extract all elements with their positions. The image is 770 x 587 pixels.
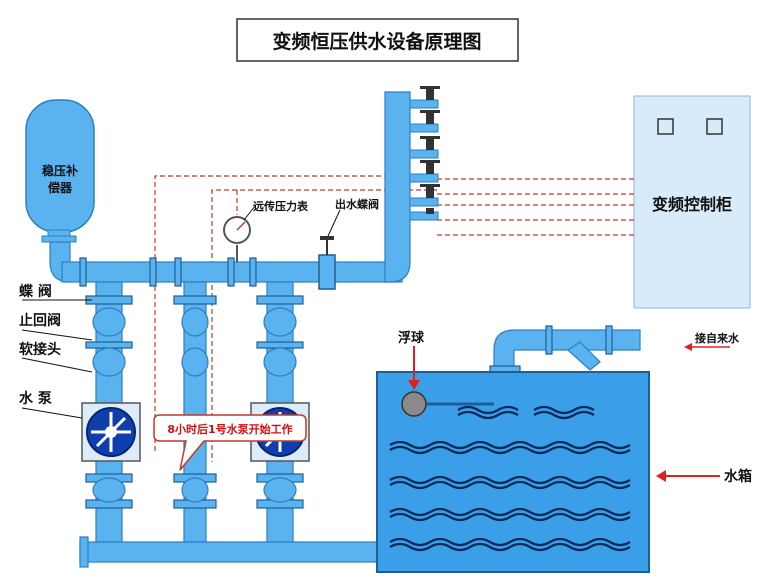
check-valve-label: 止回阀 — [19, 312, 61, 329]
water-tank-label: 水箱 — [724, 468, 752, 485]
outlet-butterfly-valve — [318, 236, 336, 290]
float-ball-label: 浮球 — [398, 330, 425, 346]
arrows — [408, 343, 730, 482]
riser-taps — [420, 86, 440, 214]
control-cabinet-label: 变频控制柜 — [652, 195, 732, 214]
leader-lines — [21, 205, 341, 419]
cabinet-indicator-left — [657, 118, 674, 135]
title-box: 变频恒压供水设备原理图 — [236, 18, 519, 62]
pressure-accumulator: 稳压补 偿器 — [25, 99, 95, 243]
tap-water-label: 接自来水 — [695, 331, 740, 345]
cabinet-indicator-right — [706, 118, 723, 135]
remote-gauge-label: 远传压力表 — [253, 199, 309, 213]
inlet-strainer — [567, 341, 601, 371]
pump-note-text: 8小时后1号水泵开始工作 — [167, 422, 292, 436]
signal-lines — [154, 175, 634, 462]
accumulator-label-line1: 稳压补 — [42, 163, 78, 178]
soft-joint-label: 软接头 — [19, 341, 61, 358]
pump-label: 水 泵 — [19, 390, 52, 407]
float-ball — [401, 391, 427, 417]
riser-outlets — [409, 99, 439, 221]
pump-1 — [81, 402, 141, 462]
outlet-valve-label: 出水蝶阀 — [335, 197, 379, 211]
pump-note-callout: 8小时后1号水泵开始工作 — [153, 414, 307, 471]
control-cabinet: 变频控制柜 — [633, 95, 751, 309]
pump-soft-joints — [92, 307, 297, 503]
remote-pressure-gauge — [223, 216, 251, 262]
tank-waves — [389, 405, 631, 552]
accumulator-label-line2: 偿器 — [48, 180, 73, 195]
diagram-title: 变频恒压供水设备原理图 — [272, 30, 481, 53]
butterfly-valve-label: 蝶 阀 — [19, 283, 52, 300]
